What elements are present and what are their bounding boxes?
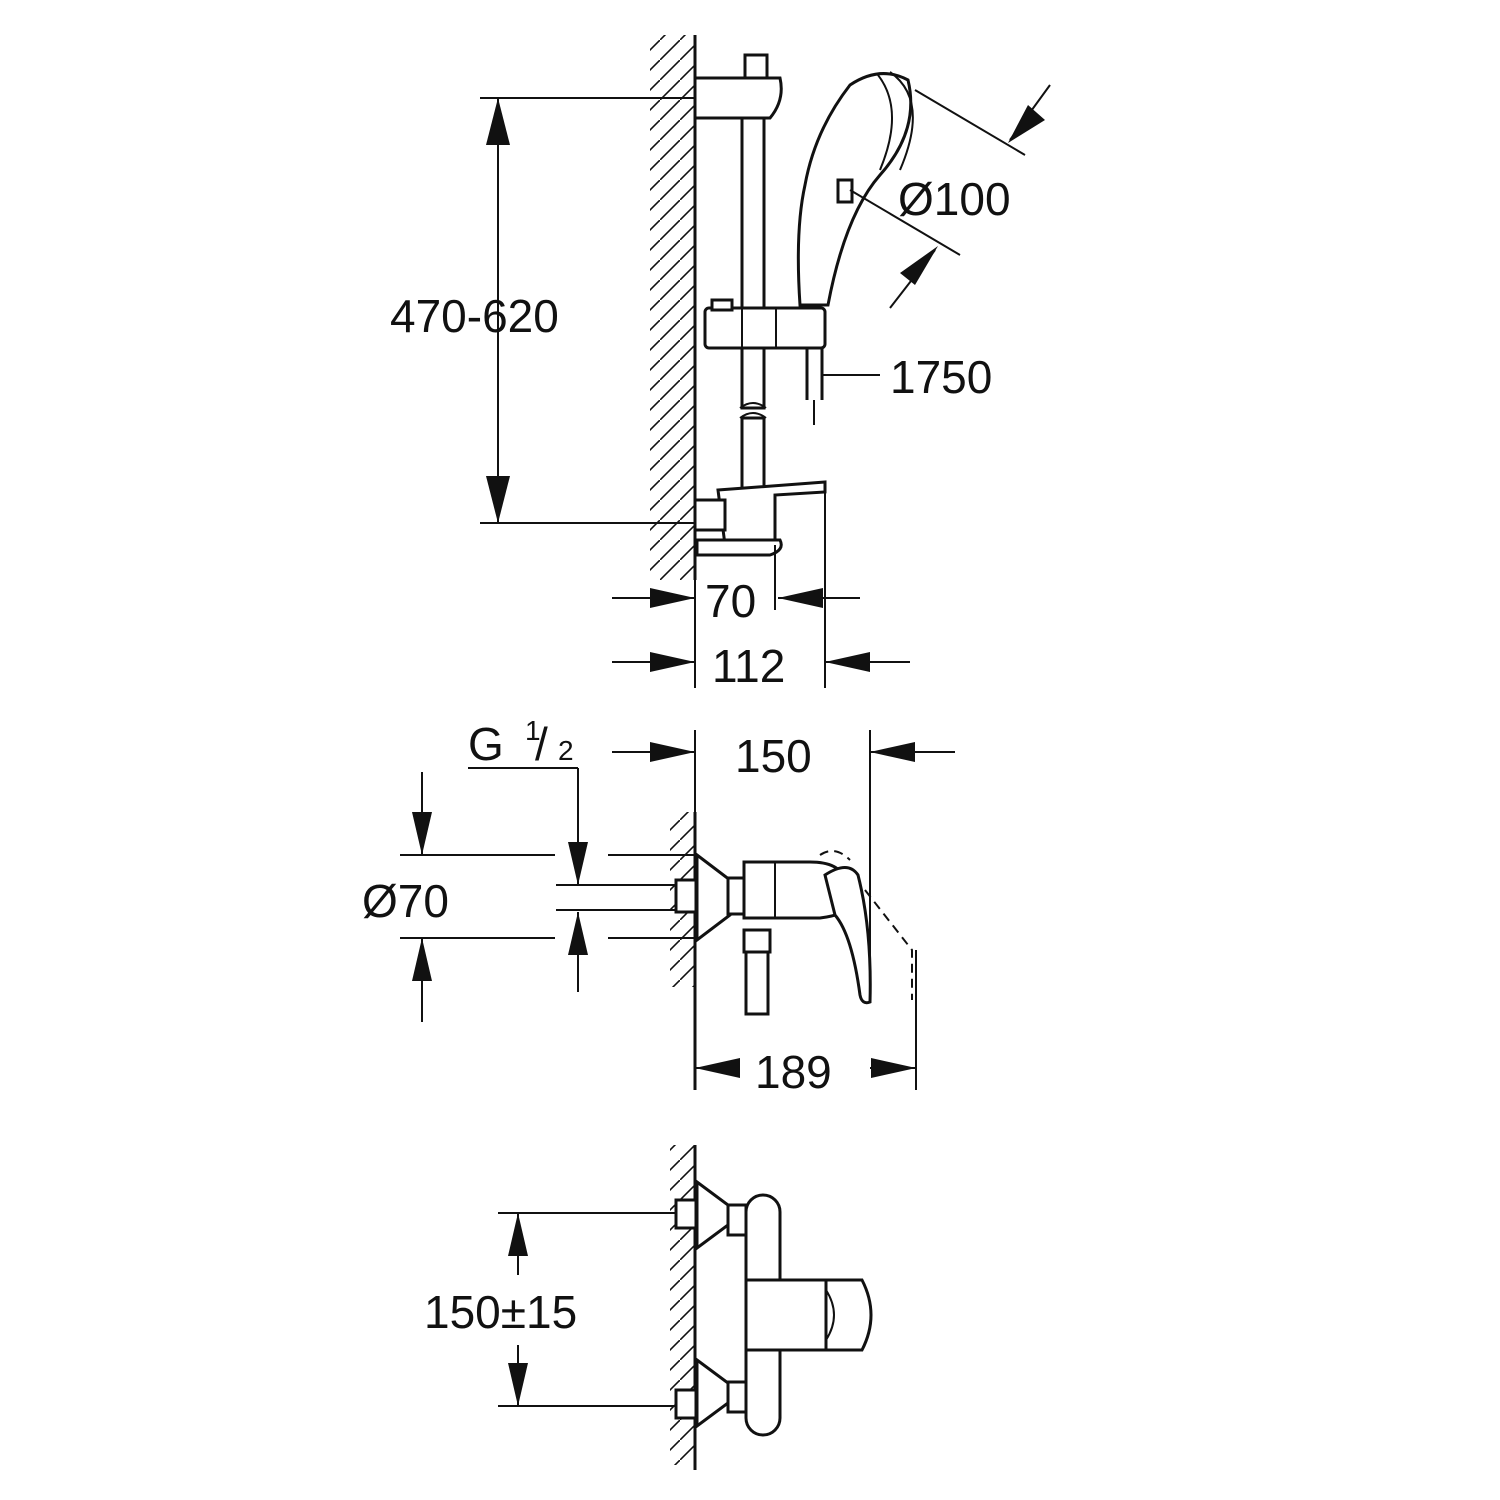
dim-thread-fraction-slash: / (535, 718, 548, 770)
mixer-front-housing (744, 1278, 828, 1352)
dim-mixer-depth: 150 (735, 730, 812, 782)
inlet-nipple (674, 878, 698, 914)
upper-bracket (693, 76, 783, 120)
outlet-nut (742, 928, 772, 954)
soap-dish (716, 480, 827, 547)
mixer-lever (823, 866, 872, 1005)
dim-rail-depth-outer: 112 (712, 640, 785, 692)
hose (805, 348, 824, 400)
rosette-top (695, 1179, 730, 1251)
upper-bracket-screw (743, 53, 769, 80)
dim-rosette-diameter: Ø70 (362, 875, 449, 927)
dim-rail-depth-inner: 70 (705, 575, 756, 627)
dim-thread-label: G (468, 718, 504, 770)
dim-hose-length: 1750 (890, 351, 992, 403)
hand-shower (796, 72, 913, 307)
rosette (695, 851, 732, 944)
rosette-bottom (695, 1357, 730, 1429)
dim-thread-fraction-den: 2 (558, 735, 574, 766)
dim-rail-height: 470-620 (390, 290, 559, 342)
lever-alt-position (819, 850, 913, 1000)
mixer-front-knob (824, 1278, 873, 1352)
mixer-side-view: G 1 / 2 150 Ø70 189 (362, 715, 955, 1098)
mixer-front-view: 150±15 (424, 1145, 873, 1470)
outlet-pipe (744, 950, 770, 1016)
dim-inlet-spacing: 150±15 (424, 1286, 577, 1338)
slider-body (703, 306, 827, 350)
lower-bracket (693, 498, 727, 532)
rail-break (739, 402, 767, 419)
dim-thread-fraction-num: 1 (525, 715, 541, 746)
dim-shower-head-diameter: Ø100 (898, 173, 1011, 225)
shower-rail-view: 470-620 Ø100 1750 70 112 (390, 35, 1051, 692)
wall-hatch-top (650, 35, 695, 580)
dim-mixer-total-depth: 189 (755, 1046, 832, 1098)
hand-shower-face (877, 71, 914, 171)
slider-screw (710, 298, 734, 312)
rail-upper (740, 116, 766, 410)
